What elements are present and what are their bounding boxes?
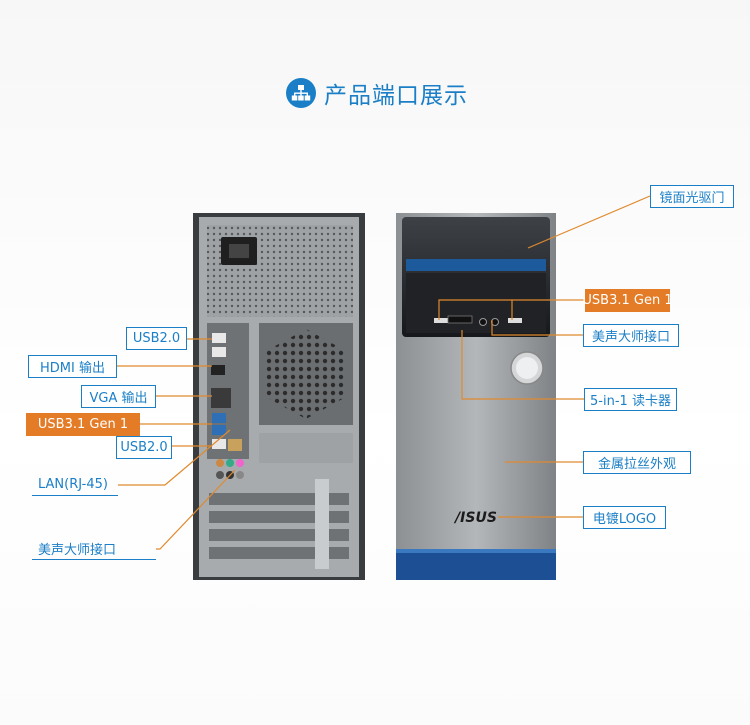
label-usb31-rear: USB3.1 Gen 1 <box>26 413 140 436</box>
label-vga: VGA 输出 <box>81 385 156 408</box>
asus-logo-text: /ISUS <box>453 510 497 526</box>
label-audio-front: 美声大师接口 <box>583 324 679 347</box>
label-usb20-top: USB2.0 <box>126 327 187 350</box>
label-audio-rear: 美声大师接口 <box>32 537 156 560</box>
section-title: 产品端口展示 <box>286 76 468 110</box>
label-card-reader: 5-in-1 读卡器 <box>584 388 677 411</box>
label-brushed-metal: 金属拉丝外观 <box>583 451 691 474</box>
label-lan: LAN(RJ-45) <box>32 473 118 496</box>
label-usb31-front: USB3.1 Gen 1 <box>582 289 673 312</box>
label-optical-door: 镜面光驱门 <box>650 185 734 208</box>
label-usb20-bottom: USB2.0 <box>116 436 172 459</box>
label-hdmi: HDMI 输出 <box>28 355 117 378</box>
network-icon <box>286 78 316 108</box>
page-title: 产品端口展示 <box>324 83 468 109</box>
label-logo: 电镀LOGO <box>583 506 666 529</box>
rear-panel-image <box>193 213 365 580</box>
